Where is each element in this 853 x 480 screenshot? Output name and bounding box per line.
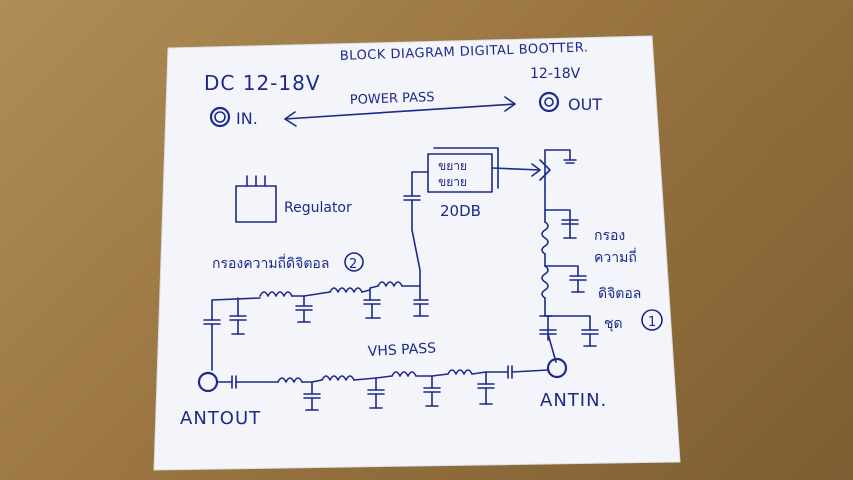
filter-left-number: 2 bbox=[349, 257, 357, 272]
ant-in-label: ANTIN. bbox=[540, 390, 607, 411]
filter-right-label-1: กรอง bbox=[594, 228, 625, 244]
filter-left-number-circle bbox=[344, 252, 364, 272]
filter-right-number-circle bbox=[641, 309, 663, 331]
power-pass-label: POWER PASS bbox=[350, 90, 435, 108]
amp-output-wire bbox=[491, 163, 541, 177]
out-connector bbox=[538, 91, 560, 113]
in-connector bbox=[209, 106, 231, 128]
gain-label: 20DB bbox=[440, 202, 481, 220]
regulator-label: Regulator bbox=[284, 200, 352, 216]
left-filter-chain bbox=[203, 171, 429, 371]
filter-left-label: กรองความถี่ดิจิตอล bbox=[212, 254, 329, 272]
filter-right-label-3: ดิจิตอล bbox=[598, 286, 641, 302]
subtitle-voltage: 12-18V bbox=[530, 66, 581, 82]
regulator-block bbox=[235, 175, 277, 223]
filter-right-number: 1 bbox=[648, 315, 656, 330]
right-filter-chain bbox=[539, 149, 599, 363]
amplifier-block bbox=[427, 147, 499, 193]
in-label: IN. bbox=[236, 109, 258, 128]
power-pass-arrow bbox=[284, 96, 516, 127]
out-label: OUT bbox=[568, 95, 602, 114]
amplifier-text-2: ขยาย bbox=[438, 175, 467, 189]
dc-label: DC 12-18V bbox=[204, 71, 321, 95]
vhs-filter-chain bbox=[197, 357, 568, 411]
amplifier-text-1: ขยาย bbox=[438, 159, 467, 173]
ant-out-label: ANTOUT bbox=[180, 408, 261, 429]
filter-right-label-2: ความถี่ bbox=[594, 248, 637, 266]
filter-right-label-4: ชุด bbox=[604, 316, 623, 332]
vhs-pass-label: VHS PASS bbox=[367, 340, 436, 360]
